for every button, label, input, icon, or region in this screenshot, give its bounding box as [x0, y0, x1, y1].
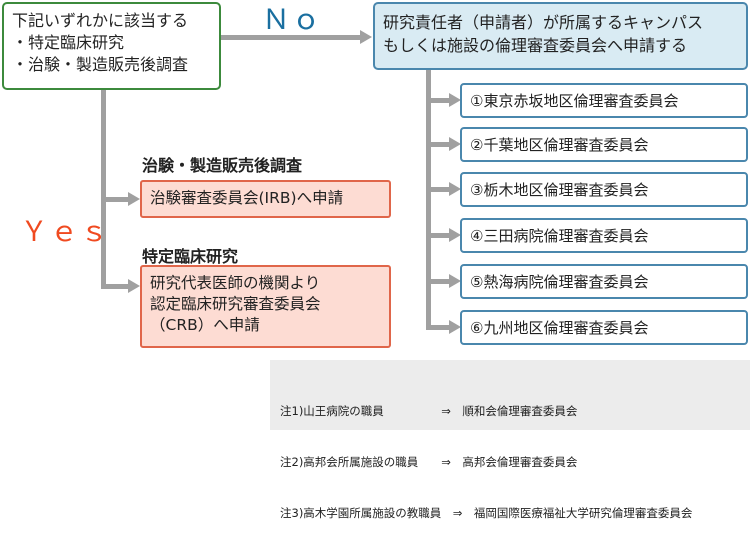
committee-arrowhead — [449, 228, 461, 242]
committee-name: ①東京赤坂地区倫理審査委員会 — [470, 92, 679, 110]
committee-arrowhead — [449, 320, 461, 334]
start-item: ・特定臨床研究 — [12, 33, 125, 52]
note: 注2)高邦会所属施設の職員 ⇒ 高邦会倫理審査委員会 — [280, 455, 578, 469]
committee-branch — [426, 233, 450, 238]
committee-box: ⑤熱海病院倫理審査委員会 — [460, 264, 748, 299]
header-line: 研究責任者（申請者）が所属するキャンパス — [383, 13, 704, 32]
start-condition-box: 下記いずれかに該当する ・特定臨床研究 ・治験・製造販売後調査 — [2, 2, 221, 90]
yes-trunk — [101, 90, 106, 288]
committee-trunk — [426, 70, 431, 328]
box-text: 治験審査委員会(IRB)へ申請 — [150, 189, 344, 207]
box-text: 認定臨床研究審査委員会 — [150, 295, 321, 313]
committee-arrowhead — [449, 137, 461, 151]
yes-arrowhead-2 — [128, 279, 140, 293]
no-arrowhead — [360, 30, 372, 44]
box-text: 研究代表医師の機関より — [150, 274, 321, 292]
committee-box: ③栃木地区倫理審査委員会 — [460, 172, 748, 207]
committee-arrowhead — [449, 274, 461, 288]
committee-branch — [426, 279, 450, 284]
committee-box: ①東京赤坂地区倫理審査委員会 — [460, 83, 748, 118]
committee-box: ②千葉地区倫理審査委員会 — [460, 127, 748, 162]
start-title: 下記いずれかに該当する — [12, 11, 189, 30]
yes-arrowhead-1 — [128, 192, 140, 206]
committee-box: ④三田病院倫理審査委員会 — [460, 218, 748, 253]
committee-branch — [426, 98, 450, 103]
committee-name: ⑤熱海病院倫理審査委員会 — [470, 273, 649, 291]
clinical-trial-label: 治験・製造販売後調査 — [142, 156, 303, 175]
start-item: ・治験・製造販売後調査 — [12, 55, 189, 74]
committee-arrowhead — [449, 182, 461, 196]
committee-branch — [426, 325, 450, 330]
notes-box: 注1)山王病院の職員 ⇒ 順和会倫理審査委員会 注2)高邦会所属施設の職員 ⇒ … — [270, 360, 750, 520]
committee-name: ⑥九州地区倫理審査委員会 — [470, 319, 649, 337]
no-connector — [221, 35, 361, 40]
committee-name: ④三田病院倫理審査委員会 — [470, 227, 649, 245]
irb-application-box: 治験審査委員会(IRB)へ申請 — [140, 180, 391, 218]
specified-clinical-research-label: 特定臨床研究 — [142, 247, 239, 266]
note: 注1)山王病院の職員 ⇒ 順和会倫理審査委員会 — [280, 404, 578, 418]
box-text: （CRB）へ申請 — [150, 316, 260, 334]
yes-label: Ｙｅｓ — [20, 215, 111, 248]
committee-name: ③栃木地区倫理審査委員会 — [470, 181, 649, 199]
committee-branch — [426, 187, 450, 192]
no-label: Ｎｏ — [262, 3, 323, 36]
header-line: もしくは施設の倫理審査委員会へ申請する — [383, 36, 688, 55]
note: 注3)高木学園所属施設の教職員 ⇒ 福岡国際医療福祉大学研究倫理審査委員会 — [280, 506, 693, 520]
committee-name: ②千葉地区倫理審査委員会 — [470, 136, 649, 154]
campus-committee-header: 研究責任者（申請者）が所属するキャンパス もしくは施設の倫理審査委員会へ申請する — [373, 2, 748, 70]
committee-arrowhead — [449, 93, 461, 107]
committee-box: ⑥九州地区倫理審査委員会 — [460, 310, 748, 345]
yes-branch-2 — [101, 284, 129, 289]
committee-branch — [426, 142, 450, 147]
yes-branch-1 — [101, 197, 129, 202]
crb-application-box: 研究代表医師の機関より 認定臨床研究審査委員会 （CRB）へ申請 — [140, 265, 391, 348]
